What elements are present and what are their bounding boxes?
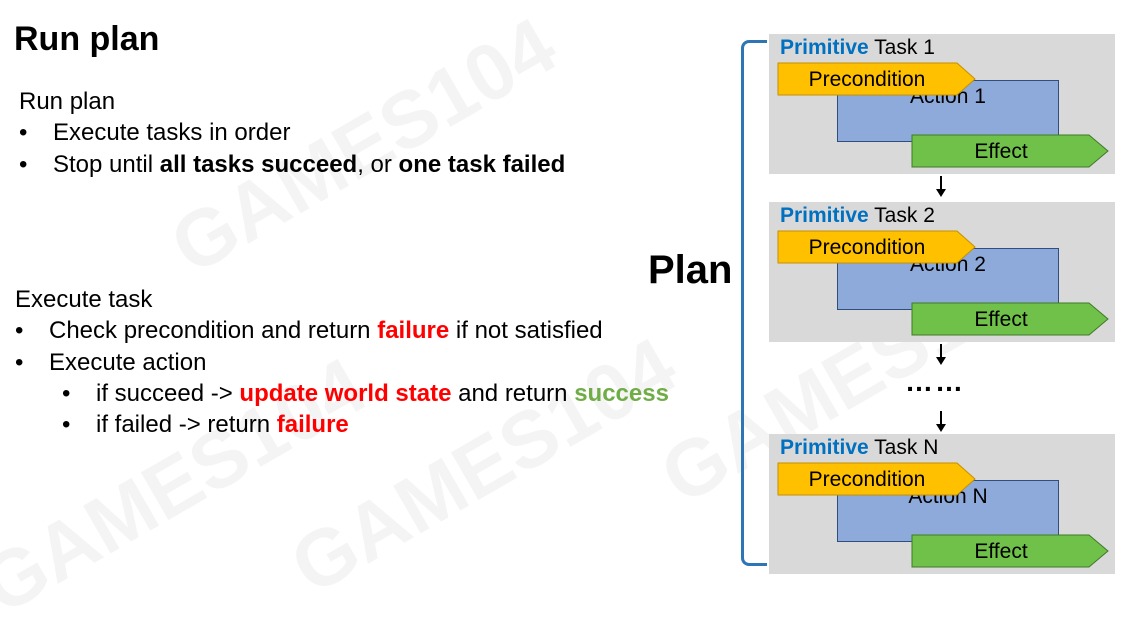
svg-text:Precondition: Precondition bbox=[809, 236, 926, 259]
watermark: GAMES104 bbox=[276, 319, 692, 612]
list-item: •Execute tasks in order bbox=[19, 119, 291, 146]
precondition-arrow: Precondition bbox=[777, 62, 976, 96]
down-arrow-icon bbox=[936, 176, 946, 197]
bullet: • bbox=[62, 411, 71, 438]
primitive-task-1: Primitive Task 1 Action 1 Precondition E… bbox=[769, 34, 1115, 174]
task-title: Primitive Task 1 bbox=[780, 36, 935, 59]
down-arrow-icon bbox=[936, 411, 946, 432]
svg-text:Precondition: Precondition bbox=[809, 68, 926, 91]
run-plan-heading: Run plan bbox=[19, 88, 116, 115]
execute-task-heading: Execute task bbox=[15, 286, 153, 313]
primitive-task-n: Primitive Task N Action N Precondition E… bbox=[769, 434, 1115, 574]
list-item: •Execute action bbox=[15, 349, 207, 376]
task-title: Primitive Task N bbox=[780, 436, 939, 459]
svg-text:Effect: Effect bbox=[974, 308, 1027, 331]
bullet: • bbox=[19, 119, 28, 146]
ellipsis: …… bbox=[905, 366, 965, 397]
down-arrow-icon bbox=[936, 344, 946, 365]
svg-text:Precondition: Precondition bbox=[809, 468, 926, 491]
precondition-arrow: Precondition bbox=[777, 462, 976, 496]
effect-arrow: Effect bbox=[911, 134, 1109, 168]
effect-arrow: Effect bbox=[911, 534, 1109, 568]
bullet: • bbox=[15, 349, 24, 376]
bullet: • bbox=[19, 151, 28, 178]
svg-text:Effect: Effect bbox=[974, 140, 1027, 163]
bullet: • bbox=[15, 317, 24, 344]
list-item: •Check precondition and return failure i… bbox=[15, 317, 603, 344]
page-title: Run plan bbox=[14, 20, 160, 58]
list-item: •Stop until all tasks succeed, or one ta… bbox=[19, 151, 566, 178]
task-title: Primitive Task 2 bbox=[780, 204, 935, 227]
plan-label: Plan bbox=[648, 248, 733, 292]
sub-list-item: •if failed -> return failure bbox=[62, 411, 349, 438]
sub-list-item: •if succeed -> update world state and re… bbox=[62, 380, 669, 407]
svg-text:Effect: Effect bbox=[974, 540, 1027, 563]
precondition-arrow: Precondition bbox=[777, 230, 976, 264]
plan-bracket bbox=[741, 40, 767, 566]
bullet: • bbox=[62, 380, 71, 407]
primitive-task-2: Primitive Task 2 Action 2 Precondition E… bbox=[769, 202, 1115, 342]
effect-arrow: Effect bbox=[911, 302, 1109, 336]
